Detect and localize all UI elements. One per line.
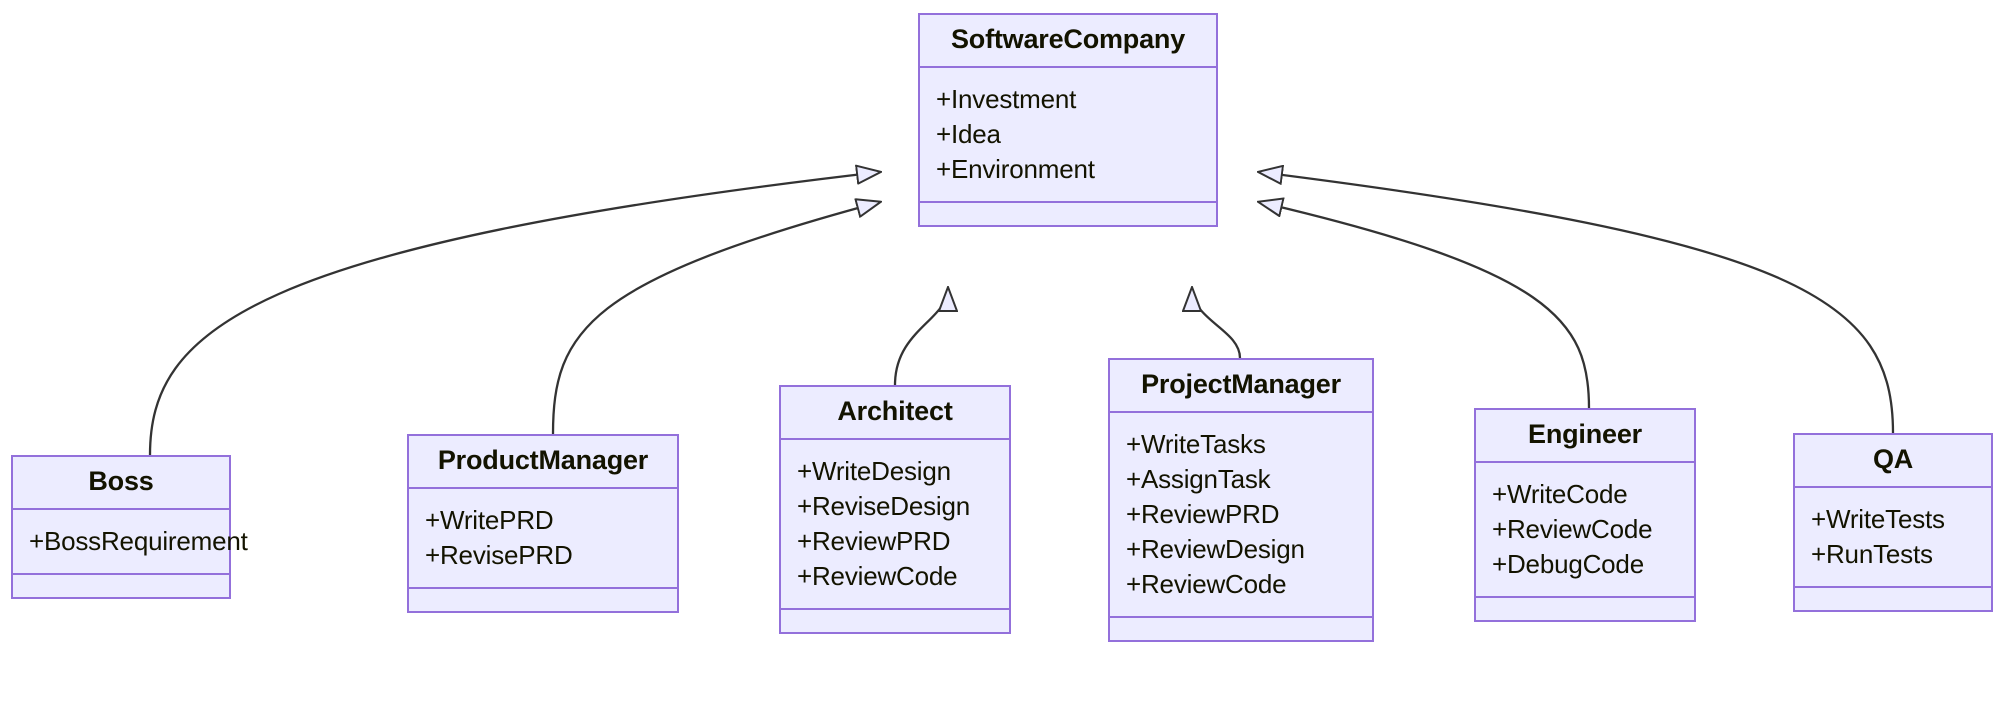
class-attribute: +DebugCode — [1492, 549, 1644, 579]
class-attribute: +ReviewPRD — [797, 526, 951, 556]
edge-projectmanager-to-softwarecompany — [1192, 288, 1242, 359]
class-node-productmanager[interactable]: ProductManager +WritePRD +RevisePRD — [407, 434, 679, 613]
class-methods-qa — [1795, 588, 1991, 610]
class-title-productmanager: ProductManager — [409, 436, 677, 489]
class-attribute: +RunTests — [1811, 539, 1933, 569]
class-attribute: +WriteTests — [1811, 504, 1945, 534]
class-attributes-boss: +BossRequirement — [13, 510, 248, 575]
class-node-softwarecompany[interactable]: SoftwareCompany +Investment +Idea +Envir… — [918, 13, 1218, 227]
class-methods-softwarecompany — [920, 203, 1216, 225]
class-attributes-productmanager: +WritePRD +RevisePRD — [409, 489, 677, 589]
class-attribute: +Environment — [936, 154, 1095, 184]
class-attribute: +ReviewDesign — [1126, 534, 1305, 564]
class-node-qa[interactable]: QA +WriteTests +RunTests — [1793, 433, 1993, 612]
class-methods-architect — [781, 610, 1009, 632]
class-attribute: +ReviewPRD — [1126, 499, 1280, 529]
class-title-engineer: Engineer — [1476, 410, 1694, 463]
class-title-qa: QA — [1795, 435, 1991, 488]
class-attribute: +Idea — [936, 119, 1001, 149]
edge-architect-to-softwarecompany — [893, 288, 948, 386]
class-node-engineer[interactable]: Engineer +WriteCode +ReviewCode +DebugCo… — [1474, 408, 1696, 622]
class-attributes-engineer: +WriteCode +ReviewCode +DebugCode — [1476, 463, 1694, 598]
class-attribute: +ReviewCode — [797, 561, 958, 591]
class-attribute: +Investment — [936, 84, 1077, 114]
class-title-architect: Architect — [781, 387, 1009, 440]
class-attribute: +WriteCode — [1492, 479, 1628, 509]
class-methods-projectmanager — [1110, 618, 1372, 640]
class-attribute: +WriteDesign — [797, 456, 951, 486]
class-attribute: +ReviewCode — [1492, 514, 1653, 544]
class-attribute: +AssignTask — [1126, 464, 1271, 494]
class-node-projectmanager[interactable]: ProjectManager +WriteTasks +AssignTask +… — [1108, 358, 1374, 642]
class-attributes-softwarecompany: +Investment +Idea +Environment — [920, 68, 1216, 203]
class-methods-boss — [13, 575, 229, 597]
class-attributes-architect: +WriteDesign +ReviseDesign +ReviewPRD +R… — [781, 440, 1009, 610]
class-attribute: +WritePRD — [425, 505, 554, 535]
class-methods-engineer — [1476, 598, 1694, 620]
class-node-architect[interactable]: Architect +WriteDesign +ReviseDesign +Re… — [779, 385, 1011, 634]
class-node-boss[interactable]: Boss +BossRequirement — [11, 455, 248, 599]
class-attribute: +WriteTasks — [1126, 429, 1266, 459]
class-attribute: +ReviseDesign — [797, 491, 970, 521]
class-title-softwarecompany: SoftwareCompany — [920, 15, 1216, 68]
class-title-projectmanager: ProjectManager — [1110, 360, 1372, 413]
edge-boss-to-softwarecompany — [148, 172, 880, 456]
class-methods-productmanager — [409, 589, 677, 611]
class-attribute: +BossRequirement — [29, 526, 248, 556]
class-attributes-projectmanager: +WriteTasks +AssignTask +ReviewPRD +Revi… — [1110, 413, 1372, 618]
class-attribute: +ReviewCode — [1126, 569, 1287, 599]
class-attribute: +RevisePRD — [425, 540, 573, 570]
class-title-boss: Boss — [13, 457, 229, 510]
class-attributes-qa: +WriteTests +RunTests — [1795, 488, 1991, 588]
